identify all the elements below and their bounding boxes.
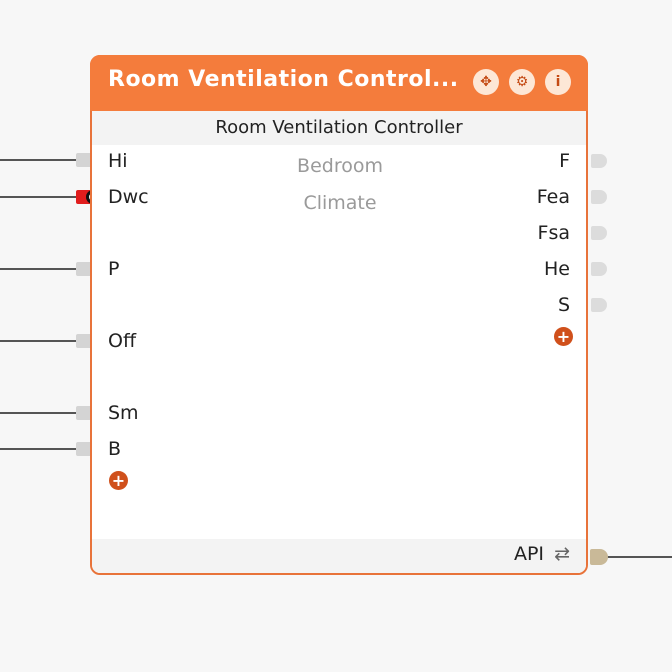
settings-icon[interactable]: ⚙ (509, 69, 535, 95)
node-subtitle: Room Ventilation Controller (92, 111, 586, 145)
output-port-f[interactable] (591, 154, 607, 168)
output-port-fsa[interactable] (591, 226, 607, 240)
output-port-s[interactable] (591, 298, 607, 312)
input-wire-sm (0, 412, 76, 414)
output-label-f: F (559, 150, 570, 172)
output-label-he: He (544, 258, 570, 280)
input-port-hi[interactable] (76, 153, 92, 167)
input-wire-hi (0, 159, 76, 161)
input-label-hi: Hi (108, 150, 128, 172)
move-icon[interactable]: ✥ (473, 69, 499, 95)
output-port-fea[interactable] (591, 190, 607, 204)
input-label-b: B (108, 438, 122, 460)
node-header[interactable]: Room Ventilation Control... ✥ ⚙ i (90, 55, 588, 111)
input-port-p[interactable] (76, 262, 92, 276)
output-port-he[interactable] (591, 262, 607, 276)
input-label-p: P (108, 258, 120, 280)
node-title: Room Ventilation Control... (108, 67, 459, 92)
output-label-s: S (557, 294, 570, 316)
add-output-button[interactable]: + (554, 327, 573, 346)
input-wire-dwc (0, 196, 76, 198)
controller-node[interactable]: Room Ventilation Control... ✥ ⚙ i Room V… (90, 55, 588, 575)
input-label-sm: Sm (108, 402, 139, 424)
input-wire-p (0, 268, 76, 270)
api-text: API (513, 543, 545, 565)
api-port[interactable] (590, 549, 608, 565)
input-port-off[interactable] (76, 334, 92, 348)
input-label-dwc: Dwc (108, 186, 149, 208)
swap-icon: ⇄ (554, 543, 570, 565)
output-label-fea: Fea (536, 186, 570, 208)
input-port-sm[interactable] (76, 406, 92, 420)
api-wire (606, 556, 672, 558)
info-icon[interactable]: i (545, 69, 571, 95)
add-input-button[interactable]: + (109, 471, 128, 490)
input-label-off: Off (108, 330, 137, 352)
input-wire-off (0, 340, 76, 342)
input-wire-b (0, 448, 76, 450)
api-label[interactable]: API ⇄ (514, 543, 570, 565)
center-line-1: Bedroom (297, 155, 383, 177)
center-line-2: Climate (303, 192, 377, 214)
output-label-fsa: Fsa (537, 222, 570, 244)
node-footer: API ⇄ (92, 539, 586, 573)
input-port-b[interactable] (76, 442, 92, 456)
